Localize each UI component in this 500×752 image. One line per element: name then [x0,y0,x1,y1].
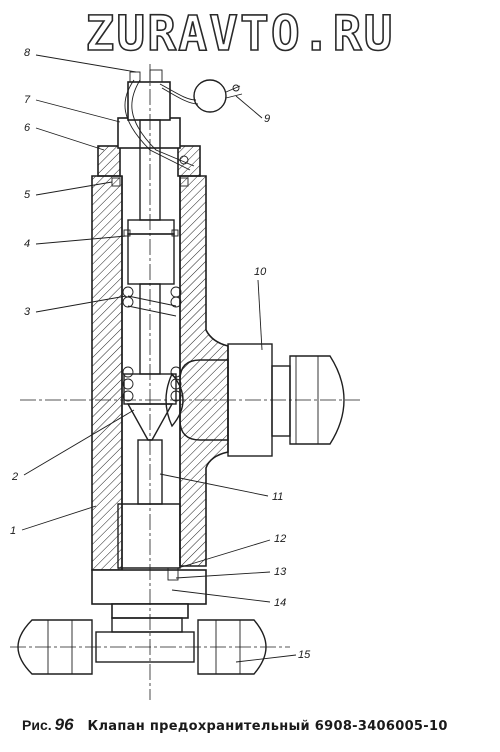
caption-number: 96 [54,715,74,734]
callout-1: 1 [10,525,16,537]
callout-15: 15 [298,649,311,661]
spring-lower [122,366,182,402]
top-nut [97,69,201,177]
callout-5: 5 [24,189,31,201]
leader-lines [21,54,297,663]
callout-4: 4 [24,238,30,250]
callout-12: 12 [274,533,286,545]
callout-10: 10 [254,266,267,278]
callout-labels: 8 7 6 5 4 3 9 10 2 11 1 12 13 14 15 [10,47,311,661]
callout-9: 9 [264,113,270,125]
callout-7: 7 [24,94,31,106]
caption-prefix: Рис. [22,717,52,733]
callout-2: 2 [11,471,18,483]
lead-seal [193,79,243,113]
callout-3: 3 [24,306,31,318]
spring-upper [122,286,182,317]
valve-stem [117,119,181,569]
callout-11: 11 [272,491,283,503]
callout-8: 8 [24,47,31,59]
valve-housing [91,175,229,619]
caption-text: Клапан предохранительный 6908-3406005-10 [87,719,448,734]
bottom-fitting [17,617,267,675]
seal-wire [124,79,199,171]
figure-caption: Рис.96 Клапан предохранительный 6908-3406… [22,715,492,741]
callout-6: 6 [24,122,31,134]
callout-13: 13 [274,566,287,578]
watermark: ZURAVTO.RU [86,6,395,62]
callout-14: 14 [274,597,286,609]
